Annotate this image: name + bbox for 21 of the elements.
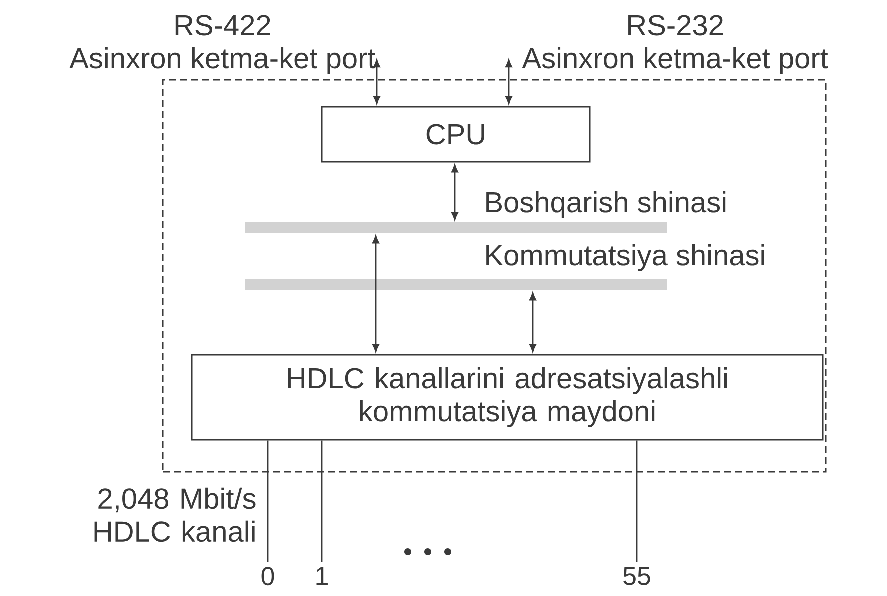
bus-bar <box>245 222 667 234</box>
arrow <box>530 292 536 352</box>
channel-number: 1 <box>316 567 328 586</box>
switching-field-box: HDLC kanallarini adresatsiyalashli kommutatsiya maydoni <box>191 354 824 441</box>
channel-number: 0 <box>262 567 274 586</box>
bus-label: Kommutatsiya shinasi <box>486 244 764 272</box>
channel-line <box>636 440 638 562</box>
bus-label: Boshqarish shinasi <box>486 191 726 219</box>
arrow <box>374 60 380 104</box>
channel-line <box>267 440 269 562</box>
channel-line <box>321 440 323 562</box>
port-label: RS-232 Asinxron ketma-ket port <box>522 15 828 74</box>
port-label: RS-422 Asinxron ketma-ket port <box>70 15 376 74</box>
cpu-box: CPU <box>321 106 591 163</box>
channel-number: 55 <box>624 567 650 586</box>
arrow <box>506 60 512 104</box>
arrow <box>372 236 380 352</box>
arrow <box>452 164 458 220</box>
bus-bar <box>245 280 667 290</box>
channel-rate-label: 2,048 Mbit/s HDLC kanali <box>94 488 256 542</box>
dashed-boundary <box>162 79 827 473</box>
